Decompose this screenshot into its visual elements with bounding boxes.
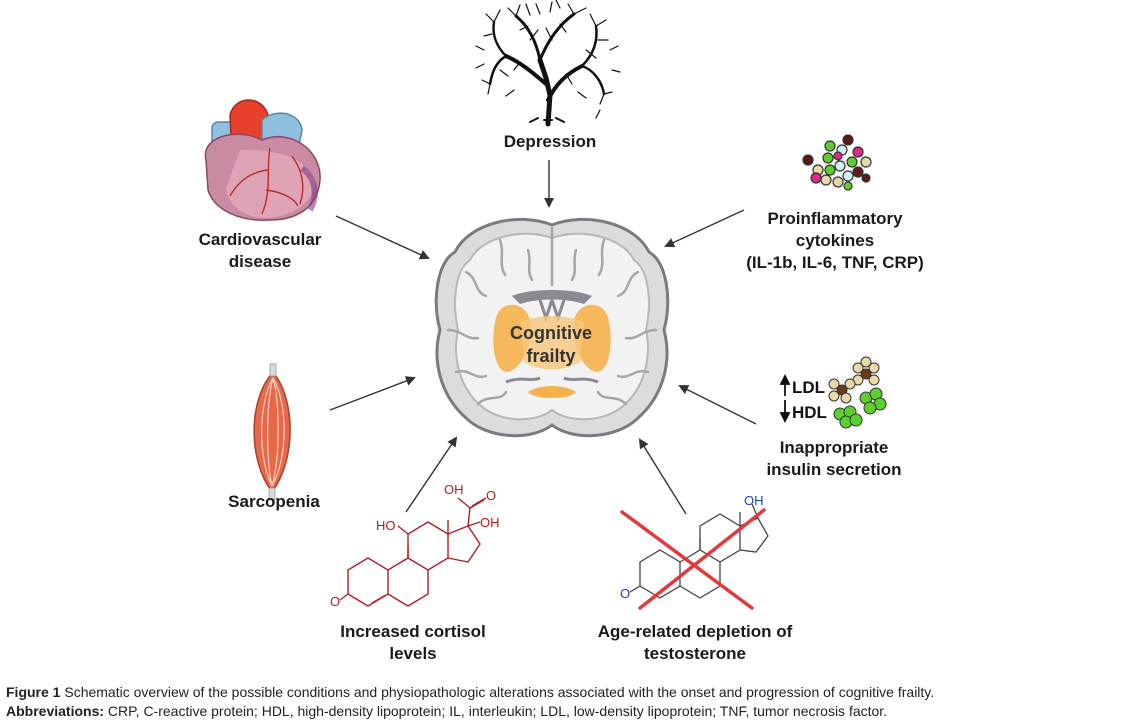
abbreviations-label: Abbreviations: — [6, 703, 105, 719]
cognitive-frailty-line1: Cognitive — [509, 323, 592, 343]
caption-line-abbreviations: Abbreviations: CRP, C-reactive protein; … — [6, 702, 1122, 721]
figure-label: Figure 1 — [6, 684, 61, 700]
testosterone-line2: testosterone — [643, 644, 747, 663]
ldl-particle — [828, 356, 880, 404]
cortisol-atom-oh-right: OH — [480, 515, 500, 530]
cytokine-cluster-icon — [802, 134, 872, 191]
cytokines-line1: Proinflammatory — [767, 209, 903, 228]
cortisol-label: Increased cortisol levels — [318, 621, 508, 665]
sarcopenia-label: Sarcopenia — [228, 492, 320, 511]
ldl-label: LDL — [792, 378, 825, 397]
cytokines-line2: cytokines — [795, 231, 875, 250]
arrow-cardiovascular — [335, 215, 430, 260]
hdl-label: HDL — [792, 403, 827, 422]
ldl-up-arrow-icon — [779, 373, 791, 396]
cortisol-molecule-icon — [339, 497, 487, 607]
depression-label: Depression — [503, 132, 597, 151]
insulin-line1: Inappropriate — [779, 438, 889, 457]
testosterone-label: Age-related depletion of testosterone — [570, 621, 820, 665]
arrows — [329, 160, 757, 515]
testosterone-molecule-icon — [629, 503, 769, 599]
testosterone-atom-oh: OH — [744, 493, 764, 508]
arrow-cytokines — [664, 209, 745, 248]
insulin-line2: insulin secretion — [766, 460, 902, 479]
hdl-down-arrow-icon — [779, 400, 791, 424]
arrow-sarcopenia — [329, 376, 416, 411]
lipoprotein-icon — [828, 356, 887, 429]
cardiovascular-line2: disease — [228, 252, 292, 271]
heart-icon — [204, 99, 321, 221]
cortisol-atom-ho-left: HO — [376, 518, 396, 533]
cardiovascular-line1: Cardiovascular — [198, 230, 322, 249]
hdl-particle — [833, 387, 887, 429]
figure-caption: Figure 1 Schematic overview of the possi… — [6, 683, 1122, 721]
cortisol-atom-o-ketone: O — [486, 488, 496, 503]
tree-head-icon — [475, 0, 621, 127]
insulin-label: Inappropriate insulin secretion — [744, 437, 924, 481]
cortisol-atom-oh-top: OH — [444, 482, 464, 497]
cortisol-atom-o: O — [330, 594, 340, 609]
brain-section-icon — [434, 217, 670, 438]
arrow-cortisol — [405, 436, 458, 513]
arrow-testosterone — [638, 438, 687, 515]
testosterone-line1: Age-related depletion of — [597, 622, 793, 641]
abbreviations-text: CRP, C-reactive protein; HDL, high-densi… — [107, 703, 888, 719]
cross-icon — [620, 508, 766, 610]
arrow-insulin — [678, 385, 757, 425]
figure-text: Schematic overview of the possible condi… — [64, 684, 935, 700]
testosterone-atom-o: O — [620, 586, 630, 601]
muscle-icon — [253, 363, 291, 501]
cardiovascular-label: Cardiovascular disease — [180, 229, 340, 273]
caption-line-figure: Figure 1 Schematic overview of the possi… — [6, 683, 1122, 702]
cognitive-frailty-line2: frailty — [526, 346, 576, 366]
diagram-canvas: LDL HDL OH HO OH O O — [204, 0, 887, 610]
cognitive-frailty-label: Cognitive frailty — [487, 322, 615, 368]
cytokines-label: Proinflammatory cytokines (IL-1b, IL-6, … — [730, 208, 940, 274]
cytokines-line3: (IL-1b, IL-6, TNF, CRP) — [746, 253, 924, 272]
cortisol-line1: Increased cortisol — [340, 622, 486, 641]
cortisol-line2: levels — [389, 644, 437, 663]
